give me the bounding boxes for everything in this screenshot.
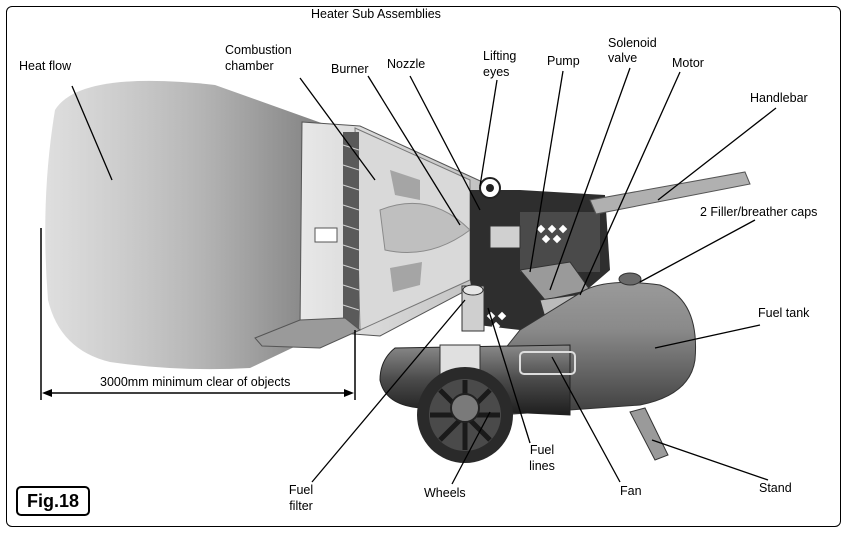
label-combustion-chamber-line2: chamber [225, 59, 274, 73]
label-wheels: Wheels [424, 486, 466, 500]
front-foot [254, 317, 361, 349]
diagram-frame [6, 6, 841, 527]
label-fan: Fan [620, 484, 642, 498]
label-solenoid-valve-line1: Solenoid [608, 36, 657, 50]
figure-label: Fig.18 [16, 486, 90, 516]
label-lifting-eyes-line1: Lifting [483, 49, 517, 63]
heat-flow-cone [45, 80, 355, 370]
label-fuel-lines-line1: Fuel [529, 443, 555, 457]
filler-cap [618, 272, 642, 286]
label-combustion-chamber-line1: Combustion [225, 43, 292, 57]
label-solenoid-valve-line2: valve [608, 51, 638, 65]
wheel [417, 367, 513, 463]
label-lifting-eyes-line2: eyes [483, 65, 510, 79]
diagram-title: Heater Sub Assemblies [311, 7, 441, 21]
label-filler-caps: 2 Filler/breather caps [700, 205, 818, 219]
label-fuel-filter-line2: filter [289, 499, 313, 513]
label-fuel-filter-line1: Fuel [288, 483, 314, 497]
label-motor: Motor [672, 56, 704, 70]
label-burner: Burner [331, 62, 369, 76]
leader-lines [71, 67, 777, 485]
dimension-label: 3000mm minimum clear of objects [100, 375, 291, 389]
dimension-line [40, 228, 356, 400]
label-stand: Stand [759, 481, 792, 495]
label-nozzle: Nozzle [387, 57, 426, 71]
label-heat-flow: Heat flow [19, 59, 72, 73]
label-handlebar: Handlebar [750, 91, 808, 105]
label-fuel-lines-line2: lines [529, 459, 555, 473]
outlet-grille [343, 132, 359, 330]
handlebar [589, 171, 751, 215]
label-fuel-tank: Fuel tank [758, 306, 810, 320]
label-pump: Pump [547, 54, 580, 68]
stand [629, 407, 669, 461]
